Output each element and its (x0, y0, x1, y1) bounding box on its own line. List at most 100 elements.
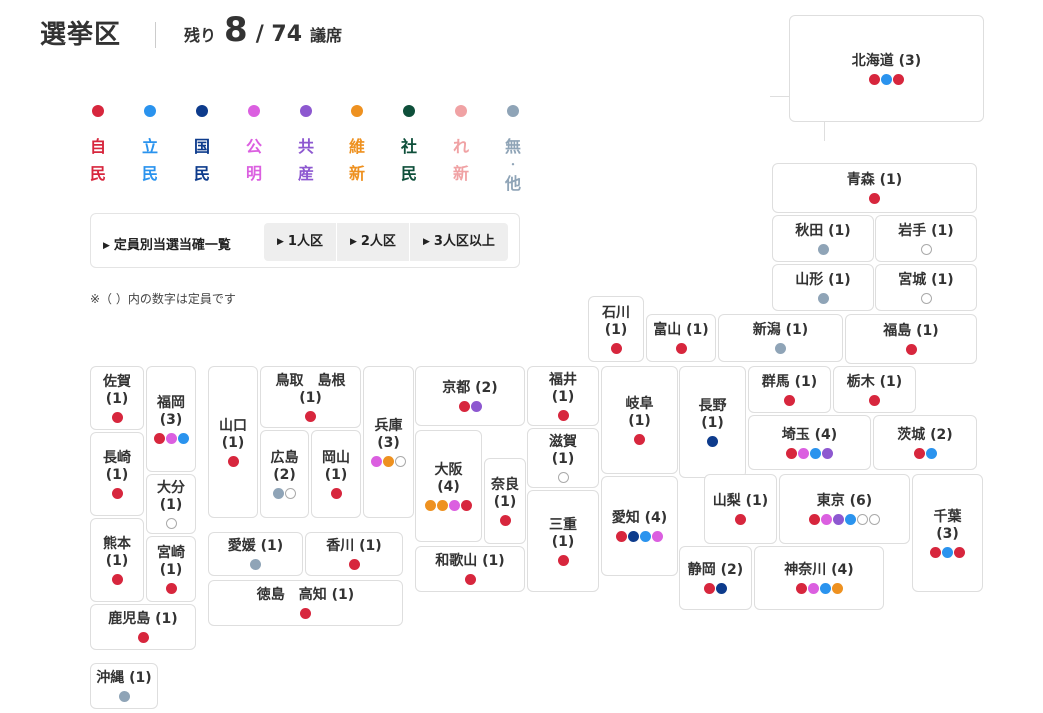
prefecture-tochigi[interactable]: 栃木 (1) (833, 366, 916, 413)
prefecture-nagano[interactable]: 長野 (1) (679, 366, 746, 478)
party-legend-item: れ新 (451, 105, 471, 187)
seat-dot-ritsumin (640, 531, 651, 542)
party-color-dot (92, 105, 104, 117)
seat-dot-jimin (458, 401, 470, 412)
seat-dot-jimin (557, 409, 569, 421)
party-label: 他 (504, 174, 521, 193)
prefecture-kanagawa[interactable]: 神奈川 (4) (754, 546, 884, 610)
prefecture-fukui[interactable]: 福井 (1) (527, 366, 599, 426)
seat-dot-kokumin (716, 583, 727, 594)
prefecture-name: 京都 (2) (442, 380, 498, 396)
seat-dot-jimin (330, 487, 342, 499)
seat-dot-jimin (464, 574, 476, 585)
seat-dots (153, 432, 189, 444)
prefecture-fukushima[interactable]: 福島 (1) (845, 314, 977, 364)
district-size-tabs: ▶定員別当選当確一覧 ▶1人区 ▶2人区 ▶3人区以上 (90, 213, 520, 268)
prefecture-name: 東京 (6) (816, 493, 873, 509)
party-color-dot (196, 105, 208, 117)
prefecture-mie[interactable]: 三重 (1) (527, 490, 599, 592)
prefecture-nara[interactable]: 奈良 (1) (484, 458, 526, 544)
party-label: 民 (141, 164, 158, 183)
prefecture-kagoshima[interactable]: 鹿児島 (1) (90, 604, 196, 650)
seat-dots (784, 394, 795, 406)
triangle-right-icon: ▶ (349, 237, 357, 247)
tab-three-plus-seat[interactable]: ▶3人区以上 (422, 234, 495, 249)
seats-unit: 議席 (310, 26, 343, 45)
prefecture-ishikawa[interactable]: 石川 (1) (588, 296, 644, 362)
prefecture-osaka[interactable]: 大阪 (4) (415, 430, 482, 542)
prefecture-kagawa[interactable]: 香川 (1) (305, 532, 403, 576)
seat-dot-jimin (111, 411, 123, 423)
seat-dot-jimin (165, 582, 177, 594)
prefecture-hyogo[interactable]: 兵庫 (3) (363, 366, 414, 518)
tab-button-group: ▶1人区 ▶2人区 ▶3人区以上 (264, 223, 508, 261)
prefecture-oita[interactable]: 大分 (1) (146, 474, 196, 534)
triangle-right-icon: ▶ (103, 241, 110, 251)
prefecture-yamanashi[interactable]: 山梨 (1) (704, 474, 777, 544)
prefecture-shiga[interactable]: 滋賀 (1) (527, 428, 599, 488)
tab-one-seat[interactable]: ▶1人区 (264, 223, 337, 261)
seat-dots (165, 582, 177, 594)
prefecture-saga[interactable]: 佐賀 (1) (90, 366, 144, 430)
seat-dot-komei (798, 447, 809, 459)
party-label: れ (452, 137, 469, 156)
tab-all-list[interactable]: ▶定員別当選当確一覧 (103, 238, 231, 253)
prefecture-shizuoka[interactable]: 静岡 (2) (679, 546, 752, 610)
prefecture-miyagi[interactable]: 宮城 (1) (875, 264, 977, 311)
prefecture-wakayama[interactable]: 和歌山 (1) (415, 546, 525, 592)
seat-dot-jimin (348, 559, 360, 570)
seat-dot-muso (775, 343, 786, 354)
prefecture-name: 佐賀 (1) (103, 373, 131, 407)
prefecture-tottori_shimane[interactable]: 鳥取 島根 (1) (260, 366, 361, 428)
seat-dots (905, 344, 917, 355)
seat-dots (348, 559, 360, 570)
seat-dot-ishin (437, 499, 448, 511)
prefecture-tokyo[interactable]: 東京 (6) (779, 474, 910, 544)
prefecture-nagasaki[interactable]: 長崎 (1) (90, 432, 144, 516)
header-divider (155, 22, 156, 48)
prefecture-yamagata[interactable]: 山形 (1) (772, 264, 874, 311)
seat-dot-jimin (905, 344, 917, 355)
prefecture-name: 静岡 (2) (687, 562, 744, 578)
prefecture-hiroshima[interactable]: 広島 (2) (260, 430, 309, 518)
prefecture-ibaraki[interactable]: 茨城 (2) (873, 415, 977, 470)
prefecture-name: 岡山 (1) (322, 449, 350, 483)
prefecture-gifu[interactable]: 岐阜 (1) (601, 366, 678, 474)
party-label: 民 (400, 164, 417, 183)
prefecture-aichi[interactable]: 愛知 (4) (601, 476, 678, 576)
prefecture-gunma[interactable]: 群馬 (1) (748, 366, 831, 413)
seat-dots (165, 517, 177, 529)
prefecture-niigata[interactable]: 新潟 (1) (718, 314, 843, 362)
prefecture-yamaguchi[interactable]: 山口 (1) (208, 366, 258, 518)
prefecture-okinawa[interactable]: 沖縄 (1) (90, 663, 158, 709)
seat-dot-jimin (869, 193, 880, 204)
prefecture-ehime[interactable]: 愛媛 (1) (208, 532, 303, 576)
prefecture-toyama[interactable]: 富山 (1) (646, 314, 716, 362)
seat-dot-ritsumin (925, 447, 937, 459)
prefecture-chiba[interactable]: 千葉 (3) (912, 474, 983, 592)
seat-dot-jimin (913, 447, 925, 459)
seat-dots (817, 243, 829, 255)
seat-dots (227, 455, 239, 467)
prefecture-saitama[interactable]: 埼玉 (4) (748, 415, 871, 470)
prefecture-miyazaki[interactable]: 宮崎 (1) (146, 536, 196, 602)
party-legend-item: 公明 (244, 105, 264, 187)
seat-dots (675, 343, 687, 354)
seat-dots (704, 583, 727, 594)
prefecture-kumamoto[interactable]: 熊本 (1) (90, 518, 144, 602)
prefecture-aomori[interactable]: 青森 (1) (772, 163, 977, 213)
prefecture-name: 新潟 (1) (752, 322, 809, 338)
prefecture-tokushima_kochi[interactable]: 徳島 高知 (1) (208, 580, 403, 626)
seat-dot-ritsumin (810, 447, 821, 459)
remaining-seats: 残り 8 / 74 議席 (184, 10, 342, 50)
prefecture-kyoto[interactable]: 京都 (2) (415, 366, 525, 426)
prefecture-name: 神奈川 (4) (784, 562, 854, 578)
tab-two-seat[interactable]: ▶2人区 (337, 223, 410, 261)
prefecture-okayama[interactable]: 岡山 (1) (311, 430, 361, 518)
party-label: 新 (348, 164, 365, 183)
prefecture-fukuoka[interactable]: 福岡 (3) (146, 366, 196, 472)
prefecture-akita[interactable]: 秋田 (1) (772, 215, 874, 262)
prefecture-iwate[interactable]: 岩手 (1) (875, 215, 977, 262)
prefecture-hokkaido[interactable]: 北海道 (3) (789, 15, 984, 122)
seat-dot-muso (817, 243, 829, 255)
